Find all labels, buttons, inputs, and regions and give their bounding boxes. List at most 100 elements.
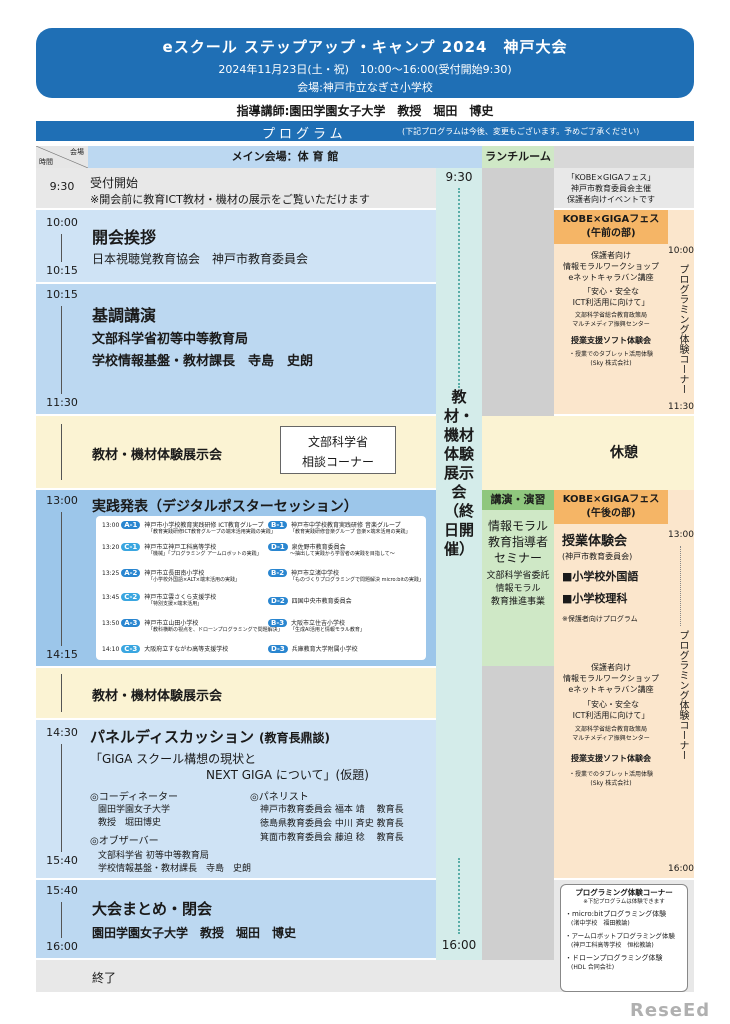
kobe-am-title: KOBE×GIGAフェス (562, 214, 660, 225)
kobe-pm-header: KOBE×GIGAフェス (午後の部) (554, 490, 668, 524)
pcorner-line: (HDL 合同会社) (571, 964, 615, 971)
kobe-am-header: KOBE×GIGAフェス (午前の部) (554, 210, 668, 244)
keynote-line1: 文部科学省初等中等教育局 (92, 332, 249, 347)
observer-line2: 学校情報基盤・教材課長 寺島 史朗 (98, 864, 252, 874)
ws-line: 文部科学省総合教育政策局 (574, 312, 647, 319)
panel-title: パネルディスカッション (90, 728, 254, 746)
poster-time: 13:20 (102, 544, 120, 551)
class-experience: 授業体験会 (神戸市教育委員会) ■小学校外国語 ■小学校理科 ※保護者向けプロ… (554, 530, 668, 624)
kobe-top-note: 「KOBE×GIGAフェス」 神戸市教育委員会主催 保護者向けイベントです (554, 168, 668, 208)
corner-time: 時間 (39, 158, 53, 166)
pcorner-line: (渚中学校 福田教論) (571, 920, 630, 927)
corner-diagonal (36, 146, 88, 168)
seminar-text: 情報モラル 教育指導者 セミナー 文部科学省委託 情報モラル 教育推進事業 (482, 518, 554, 609)
closing-time-end: 16:00 (46, 940, 78, 953)
opening-sub: 日本視聴覚教育協会 神戸市教育委員会 (92, 252, 309, 266)
exhibit-end-time: 16:00 (441, 938, 477, 952)
kobe-pm-title: KOBE×GIGAフェス (562, 494, 660, 505)
opening-time-end: 10:15 (46, 264, 78, 277)
pcorner-line: ・アームロボットプログラミング体験 (565, 932, 675, 940)
end-title: 終了 (92, 971, 117, 985)
class-line: ※保護者向けプログラム (562, 615, 638, 623)
poster-row-b: B-2 神戸市立渚中学校 (268, 568, 339, 577)
poster-a2: 「教科横断の視点を、ドローンプログラミングで問題解決」 (148, 627, 283, 633)
main-venue-header: メイン会場：体 育 館 (88, 146, 482, 168)
panelist-2: 徳島県教育委員会 中川 斉史 教育長 (260, 819, 404, 829)
event-title: eスクール ステップアップ・キャンプ 2024 神戸大会 (162, 38, 568, 56)
poster-a1: 神戸市立長田南小学校 (144, 570, 205, 577)
program-title: プログラム (262, 127, 347, 142)
ws-line: 文部科学省総合教育政策局 (574, 726, 647, 733)
poster-a2: 「小学校外国語×ALT×端末活用の実践」 (148, 577, 240, 583)
reception-title: 受付開始 (90, 176, 139, 190)
seminar-line: 教育推進事業 (490, 597, 545, 607)
ws-line: ICT利活用に向けて」 (572, 711, 650, 720)
kobe-note-line: 神戸市教育委員会主催 (571, 184, 651, 193)
ws-line: eネットキャラバン講座 (568, 685, 654, 694)
event-header: eスクール ステップアップ・キャンプ 2024 神戸大会 2024年11月23日… (36, 28, 694, 98)
soft-line: ・授業でのタブレット活用体験 (568, 771, 653, 778)
exhibit2-title: 教材・機材体験展示会 (92, 689, 223, 704)
kobe-am-workshop: 保護者向け 情報モラルワークショップ eネットキャラバン講座 「安心・安全な I… (554, 250, 668, 368)
poster-time: 14:10 (102, 646, 120, 653)
ws-line: 「安心・安全な (583, 700, 639, 709)
poster-a2: 「特別支援×端末活用」 (148, 601, 203, 607)
keynote-title: 基調講演 (92, 306, 157, 325)
reception-note: ※開会前に教育ICT教材・機材の展示をご覧いただけます (90, 193, 370, 206)
program-note: (下記プログラムは今後、変更もございます。予めご了承ください) (402, 127, 640, 136)
soft-line: ・授業でのタブレット活用体験 (568, 351, 653, 358)
lunch-am-blank (482, 168, 554, 416)
poster-time: 13:25 (102, 570, 120, 577)
exhibit1-row: 教材・機材体験展示会 文部科学省 相談コーナー (36, 416, 436, 488)
closing-title: 大会まとめ・閉会 (92, 900, 213, 918)
opening-time-start: 10:00 (46, 216, 78, 229)
event-date: 2024年11月23日(土・祝) 10:00～16:00(受付開始9:30) (218, 63, 512, 76)
keynote-time-start: 10:15 (46, 288, 78, 301)
poster-b1: 泉佐野市教育委員会 (291, 544, 346, 551)
event-venue: 会場:神戸市立なぎさ小学校 (297, 81, 433, 94)
poster-tag: B-1 (268, 521, 288, 529)
poster-b1: 兵庫教育大学附属小学校 (291, 646, 358, 653)
time-line (61, 674, 62, 712)
kobe-note-line: 「KOBE×GIGAフェス」 (566, 173, 656, 182)
poster-tag: B-2 (268, 569, 288, 577)
practice-time-end: 14:15 (46, 648, 78, 661)
kobe-header-blank (554, 146, 694, 168)
exhibit-all-day-label: 教材・機材体験展示会（終日開催） (444, 388, 475, 558)
practice-title: 実践発表（デジタルポスターセッション） (92, 499, 358, 515)
pcorner-line: (神戸工科高等学校 恒松教論) (571, 942, 654, 949)
ws-line: 情報モラルワークショップ (563, 674, 659, 683)
poster-row-b: D-3 兵庫教育大学附属小学校 (268, 644, 358, 653)
kobe-am-sub: (午前の部) (586, 228, 636, 239)
panel-theme2: NEXT GIGA について」(仮題) (206, 768, 369, 782)
kobe-am: KOBE×GIGAフェス (午前の部) 保護者向け 情報モラルワークショップ e… (554, 210, 668, 414)
poster-tag: A-1 (121, 521, 141, 529)
poster-time: 13:50 (102, 620, 120, 627)
coordinator-line2: 教授 堀田博史 (98, 818, 162, 828)
prog-am-end: 11:30 (668, 402, 694, 412)
watermark-logo: ReseEd (630, 1000, 711, 1021)
prog-corner-am: 10:00 プログラミング体験コーナー 11:30 (668, 210, 694, 414)
closing-time-start: 15:40 (46, 884, 78, 897)
opening-title: 開会挨拶 (92, 228, 157, 247)
panel-title-sub: (教育長鼎談) (259, 731, 331, 745)
mext-consult-line2: 相談コーナー (301, 455, 374, 469)
panelist-3: 箕面市教育委員会 藤迫 稔 教育長 (260, 833, 404, 843)
poster-b1: 大阪市立住吉小学校 (291, 620, 346, 627)
poster-tag: A-3 (121, 619, 141, 627)
ws-line: ICT利活用に向けて」 (572, 298, 650, 307)
poster-a2: 「機械」「プログラミング アームロボットの実践」 (148, 551, 262, 557)
prog-top-blank (668, 168, 694, 208)
pcorner-line: ・micro:bitプログラミング体験 (565, 910, 667, 918)
soft-line: 授業支援ソフト体験会 (571, 754, 651, 763)
poster-b1: 神戸市中学校教育実践研修 音楽グループ (291, 522, 401, 529)
ws-line: 「安心・安全な (583, 287, 639, 296)
poster-b1: 神戸市立渚中学校 (291, 570, 340, 577)
poster-time: 13:45 (102, 594, 120, 601)
lunch-pm-blank (482, 666, 554, 960)
observer-line1: 文部科学省 初等中等教育局 (98, 851, 209, 861)
panel-time-start: 14:30 (46, 726, 78, 739)
exhibit1-title: 教材・機材体験展示会 (92, 448, 223, 463)
poster-b2: 「ものづくりプログラミングで問題解決 micro:bitの実践」 (290, 577, 424, 583)
exhibit2-row: 教材・機材体験展示会 (36, 668, 436, 718)
